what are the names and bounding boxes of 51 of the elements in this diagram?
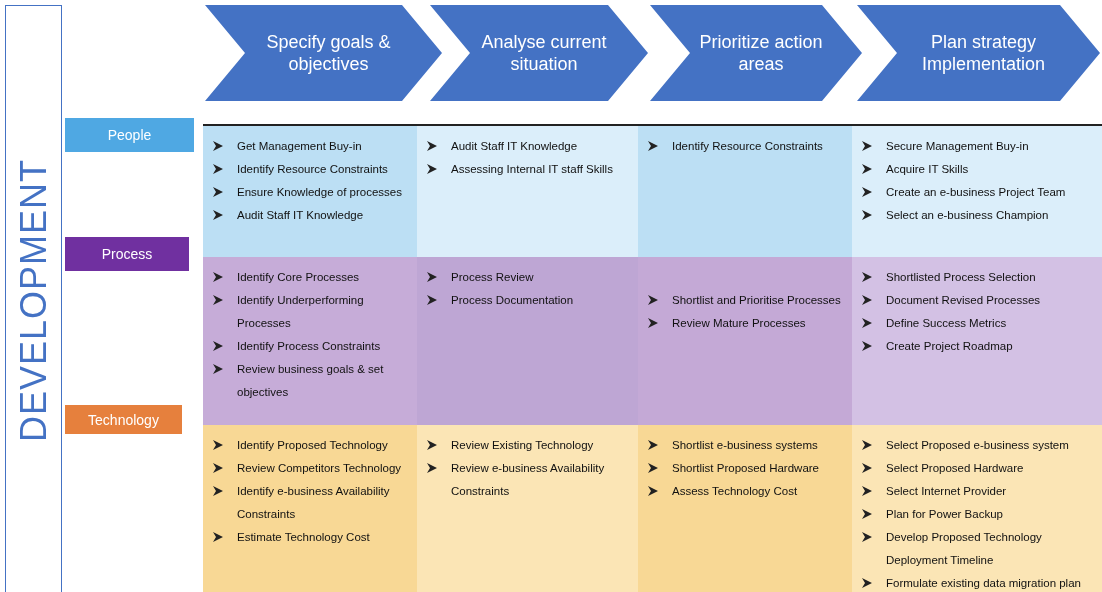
list-item: Assessing Internal IT staff Skills: [451, 162, 613, 177]
list-item: Get Management Buy-in: [237, 139, 362, 154]
list-item: Assess Technology Cost: [672, 484, 798, 499]
side-band: [5, 5, 62, 592]
row-header: People: [65, 118, 194, 152]
list-item: Select an e-business Champion: [886, 208, 1049, 223]
list-item: Select Proposed e-business system: [886, 438, 1069, 453]
list-item: Shortlist Proposed Hardware: [672, 461, 819, 476]
list-item: Process Review: [451, 270, 534, 285]
list-item: Develop Proposed Technology Deployment Timeline: [886, 530, 1043, 568]
vertical-title: DEVELOPMENT: [12, 159, 55, 443]
chevron-step: [650, 5, 862, 101]
list-item: Identify Core Processes: [237, 270, 360, 285]
list-item: Estimate Technology Cost: [237, 530, 370, 545]
list-item: Audit Staff IT Knowledge: [451, 139, 578, 154]
list-item: Review Mature Processes: [672, 316, 806, 331]
chevron-step: [430, 5, 648, 101]
step-title: Specify goals & objectives: [265, 31, 392, 75]
step-title: Plan strategy Implementation: [920, 31, 1047, 75]
list-item: Shortlist e-business systems: [672, 438, 818, 453]
row-header: Process: [65, 237, 189, 271]
list-item: Identify Resource Constraints: [672, 139, 823, 154]
list-item: Identify e-business Availability Constraints: [237, 484, 391, 522]
step-title: Prioritize action areas: [698, 31, 824, 75]
list-item: Define Success Metrics: [886, 316, 1007, 331]
list-item: Review e-business Availability Constraints: [451, 461, 606, 499]
list-item: Identify Resource Constraints: [237, 162, 388, 177]
list-item: Secure Management Buy-in: [886, 139, 1029, 154]
list-item: Review Existing Technology: [451, 438, 594, 453]
list-item: Create Project Roadmap: [886, 339, 1013, 354]
list-item: Shortlist and Prioritise Processes: [672, 293, 841, 308]
list-item: Select Internet Provider: [886, 484, 1007, 499]
list-item: Document Revised Processes: [886, 293, 1041, 308]
list-item: Formulate existing data migration plan: [886, 576, 1081, 591]
list-item: Identify Underperforming Processes: [237, 293, 365, 331]
chevron-step: [205, 5, 442, 101]
row-header: Technology: [65, 405, 182, 434]
list-item: Identify Proposed Technology: [237, 438, 388, 453]
list-item: Audit Staff IT Knowledge: [237, 208, 364, 223]
list-item: Ensure Knowledge of processes: [237, 185, 402, 200]
list-item: Shortlisted Process Selection: [886, 270, 1036, 285]
chevron-step: [857, 5, 1100, 101]
list-item: Acquire IT Skills: [886, 162, 969, 177]
list-item: Identify Process Constraints: [237, 339, 381, 354]
step-title: Analyse current situation: [480, 31, 608, 75]
list-item: Plan for Power Backup: [886, 507, 1003, 522]
list-item: Review business goals & set objectives: [237, 362, 385, 400]
list-item: Review Competitors Technology: [237, 461, 402, 476]
list-item: Process Documentation: [451, 293, 574, 308]
list-item: Select Proposed Hardware: [886, 461, 1024, 476]
list-item: Create an e-business Project Team: [886, 185, 1066, 200]
